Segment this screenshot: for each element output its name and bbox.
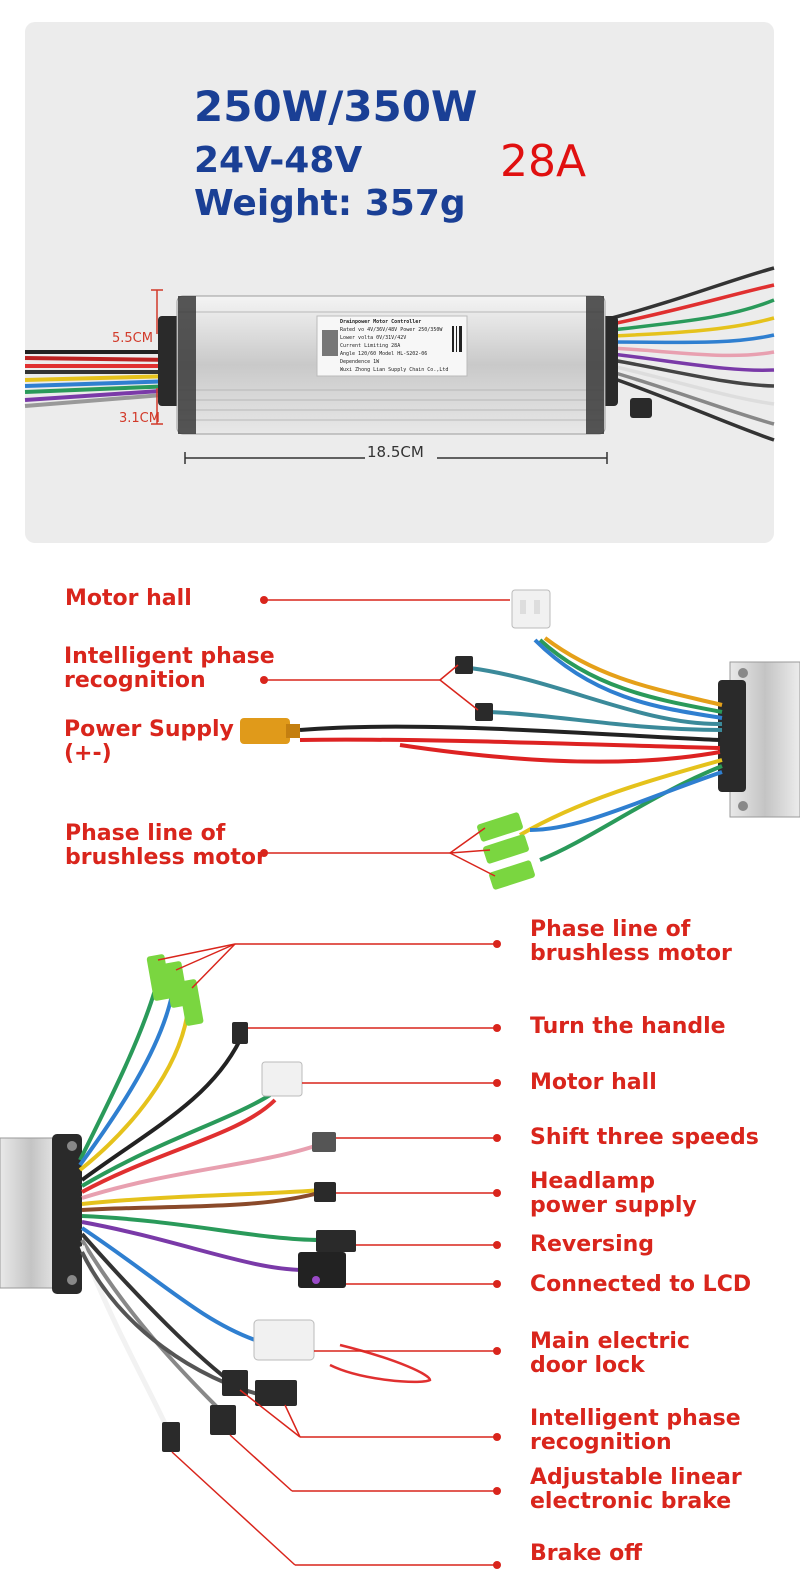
length-dimension-line (184, 452, 608, 464)
device-label-line: Lower volta 0V/31V/42V (340, 335, 407, 341)
length-dimension-label: 18.5CM (367, 443, 424, 461)
label-intelligent-phase-recognition-2: Intelligent phase recognition (530, 1406, 741, 1455)
voltage-range: 24V-48V (194, 140, 363, 181)
device-label-line: Current Limiting 28A (340, 343, 401, 349)
thickness-dimension-label: 3.1CM (119, 411, 160, 426)
label-phase-line-brushless-motor-2: Phase line of brushless motor (530, 917, 732, 966)
device-label-title: Drainpower Motor Controller (340, 319, 422, 325)
section1-leaders (260, 596, 510, 877)
section1-wiring (240, 589, 800, 890)
label-reversing: Reversing (530, 1232, 655, 1257)
label-headlamp-power-supply: Headlamp power supply (530, 1169, 697, 1218)
label-power-supply: Power Supply (+-) (64, 717, 234, 766)
device-label-line: Angle 120/60 Model HL-S202-06 (340, 351, 428, 357)
device-label-line: Dependence 1W (340, 359, 380, 365)
height-dimension-label: 5.5CM (112, 331, 153, 346)
spec-panel (25, 22, 774, 543)
section2-wiring (0, 954, 432, 1452)
label-motor-hall: Motor hall (65, 586, 192, 611)
device-label-line: Rated vo 4V/36V/48V Power 250/350W (340, 327, 443, 333)
label-intelligent-phase-recognition: Intelligent phase recognition (64, 644, 275, 693)
controller-top-view (24, 266, 775, 442)
weight-spec: Weight: 357g (194, 183, 466, 224)
power-rating: 250W/350W (194, 82, 478, 131)
label-connected-to-lcd: Connected to LCD (530, 1272, 752, 1297)
label-main-electric-door-lock: Main electric door lock (530, 1329, 690, 1378)
label-motor-hall-2: Motor hall (530, 1070, 657, 1095)
current-rating: 28A (500, 136, 587, 187)
section2-leaders (157, 940, 501, 1569)
device-label-plate: Drainpower Motor Controller Rated vo 4V/… (340, 318, 450, 374)
label-phase-line-brushless-motor: Phase line of brushless motor (65, 821, 267, 870)
dimension-markers (151, 289, 163, 425)
label-turn-the-handle: Turn the handle (530, 1014, 726, 1039)
label-brake-off: Brake off (530, 1541, 643, 1566)
label-shift-three-speeds: Shift three speeds (530, 1125, 759, 1150)
label-adjustable-linear-electronic-brake: Adjustable linear electronic brake (530, 1465, 742, 1514)
device-label-line: Wuxi Zhong Lian Supply Chain Co.,Ltd (340, 367, 449, 373)
